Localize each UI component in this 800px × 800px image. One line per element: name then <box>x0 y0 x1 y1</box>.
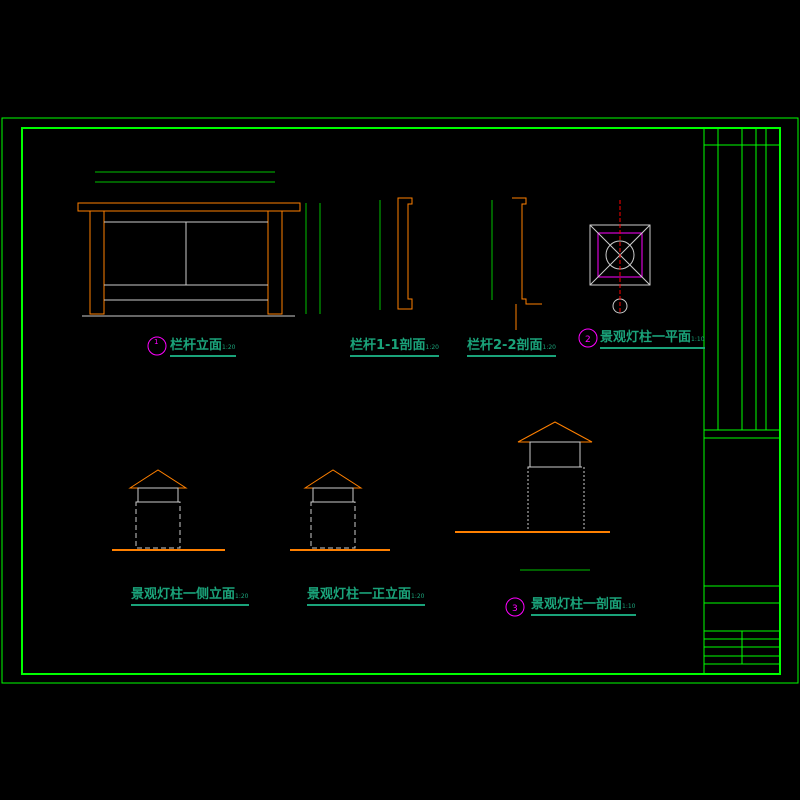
title-text: 景观灯柱一剖面 <box>531 597 623 612</box>
title-lamp-plan: 景观灯柱一平面1:10 <box>600 331 705 349</box>
title-lamp-section: 景观灯柱一剖面1:10 <box>531 598 636 616</box>
scale-text: 1:10 <box>691 336 705 343</box>
marker-2: 2 <box>585 335 591 345</box>
title-block <box>703 128 780 674</box>
scale-text: 1:20 <box>235 593 249 600</box>
lamp-post-plan <box>589 200 651 314</box>
outer-frame <box>1 117 799 684</box>
inner-frame <box>21 127 781 675</box>
lamp-post-elevations <box>112 469 390 551</box>
title-text: 景观灯柱一正立面 <box>307 587 412 602</box>
scale-text: 1:20 <box>222 344 236 351</box>
title-text: 景观灯柱一平面 <box>600 330 692 345</box>
title-railing-section-2: 栏杆2-2剖面1:20 <box>467 339 556 357</box>
railing-elevation <box>77 171 321 317</box>
marker-3: 3 <box>512 604 518 614</box>
railing-sections <box>379 197 542 330</box>
marker-1: 1 <box>154 338 158 346</box>
title-markers <box>147 328 598 617</box>
scale-text: 1:20 <box>411 593 425 600</box>
scale-text: 1:10 <box>622 603 636 610</box>
title-text: 栏杆立面 <box>170 338 223 353</box>
title-text: 栏杆1-1剖面 <box>350 338 426 353</box>
scale-text: 1:20 <box>542 344 556 351</box>
title-text: 栏杆2-2剖面 <box>467 338 543 353</box>
lamp-post-section <box>455 421 610 571</box>
title-text: 景观灯柱一侧立面 <box>131 587 236 602</box>
title-railing-elevation: 栏杆立面1:20 <box>170 339 236 357</box>
scale-text: 1:20 <box>425 344 439 351</box>
title-lamp-side-elevation: 景观灯柱一侧立面1:20 <box>131 588 249 606</box>
title-lamp-front-elevation: 景观灯柱一正立面1:20 <box>307 588 425 606</box>
title-railing-section-1: 栏杆1-1剖面1:20 <box>350 339 439 357</box>
